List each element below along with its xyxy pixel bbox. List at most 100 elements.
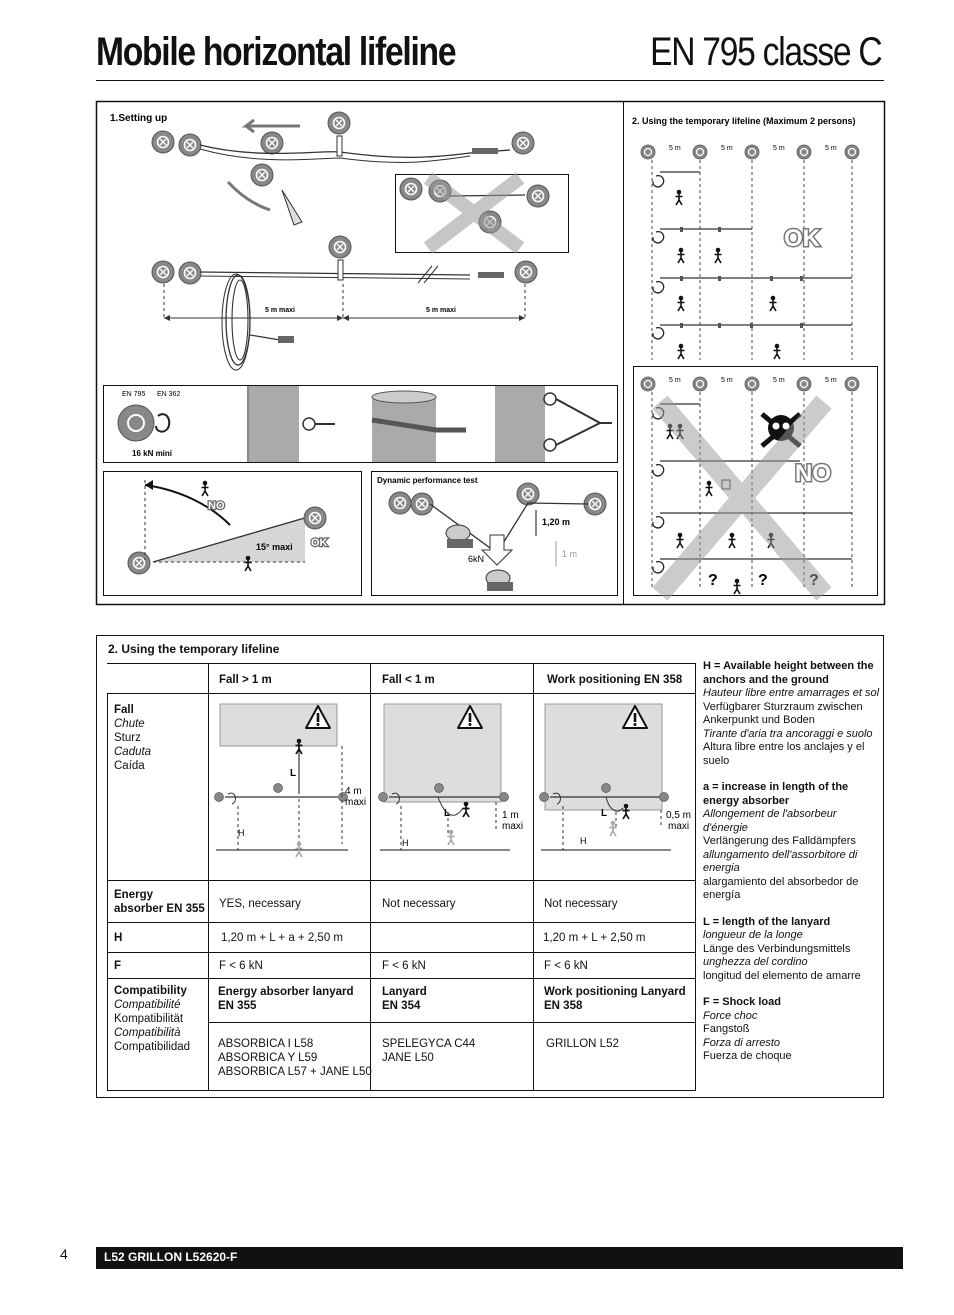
col1-height: 4 m <box>345 786 362 797</box>
col2-maxi: maxi <box>502 821 523 832</box>
angle-value: 15° maxi <box>256 542 293 552</box>
setup-dim-right: 5 m maxi <box>426 307 456 314</box>
legend-line: a = increase in length of the energy abs… <box>703 781 849 807</box>
h-row-label: H <box>114 932 123 944</box>
legend-block: H = Available height between the anchors… <box>703 660 883 768</box>
legend-line: Tirante d'aria tra ancoraggi e suolo <box>703 727 873 740</box>
question-mark: ? <box>708 572 718 589</box>
compat-products: GRILLON L52 <box>546 1038 619 1050</box>
dynamic-force: 6kN <box>468 554 484 564</box>
dynamic-title: Dynamic performance test <box>377 476 478 485</box>
legend-line: Forza di arresto <box>703 1036 781 1049</box>
spacing-label: 5 m <box>721 145 733 152</box>
col3-height: 0,5 m <box>666 810 691 821</box>
energy-value: YES, necessary <box>219 898 301 910</box>
label-H: H <box>238 828 245 838</box>
legend-line: longitud del elemento de amarre <box>703 969 861 982</box>
fall-row-label: Fall Chute Sturz Caduta Caída <box>114 704 152 772</box>
compat-products: SPELEGYCA C44 JANE L50 <box>382 1038 476 1064</box>
footer-bar <box>96 1247 903 1269</box>
f-row-label: F <box>114 960 122 972</box>
legend-line: Force choc <box>703 1009 758 1022</box>
diagram-fall-under-1m: L H 1 m maxi <box>378 703 523 851</box>
page-title: Mobile horizontal lifeline <box>96 30 457 74</box>
using-title: 2. Using the temporary lifeline (Maximum… <box>632 116 856 126</box>
anchors-panel: EN 795 EN 362 16 kN mini <box>103 385 618 463</box>
legend-line: Fangstoß <box>703 1023 750 1035</box>
label-L: L <box>444 808 450 819</box>
legend-line: Verlängerung des Falldämpfers <box>703 835 856 847</box>
illustration-block: 1.Setting up <box>95 100 886 606</box>
using-panel: 2. Using the temporary lifeline (Maximum… <box>623 102 878 604</box>
usage-table-frame <box>96 635 884 1098</box>
col1-maxi: maxi <box>345 797 366 808</box>
anchor-strength: 16 kN mini <box>132 449 172 458</box>
label-L: L <box>601 808 607 819</box>
column-header: Fall < 1 m <box>382 674 435 686</box>
compat-header: Lanyard EN 354 <box>382 986 427 1012</box>
label-L: L <box>290 768 296 779</box>
compat-header: Work positioning Lanyard EN 358 <box>544 986 686 1012</box>
spacing-label: 5 m <box>773 377 785 384</box>
label-H: H <box>580 836 587 846</box>
legend-line: Altura libre entre los anclajes y el sue… <box>703 741 865 767</box>
spacing-label: 5 m <box>773 145 785 152</box>
header-divider <box>96 80 884 81</box>
angle-no-label: NO <box>208 500 225 512</box>
anchor-norm-1: EN 795 <box>122 391 145 398</box>
h-value: 1,20 m + L + 2,50 m <box>543 932 646 944</box>
question-mark: ? <box>758 572 768 589</box>
dynamic-height-1: 1,20 m <box>542 517 570 527</box>
angle-ok-label: OK <box>311 537 328 549</box>
footer-reference: L52 GRILLON L52620-F <box>104 1250 238 1264</box>
f-value: F < 6 kN <box>382 960 426 972</box>
legend-line: unghezza del cordino <box>703 956 808 968</box>
setup-dim-left: 5 m maxi <box>265 307 295 314</box>
legend-line: Hauteur libre entre amarrages et sol <box>703 687 880 699</box>
using-ok-section: 5 m 5 m 5 m 5 m OK <box>640 144 860 360</box>
legend-line: Länge des Verbindungsmittels <box>703 942 851 955</box>
setup-panel: 1.Setting up <box>110 111 569 371</box>
dynamic-panel: Dynamic performance test 6kN 1,20 m 1 m <box>371 471 618 596</box>
spacing-label: 5 m <box>721 377 733 384</box>
usage-table-title: 2. Using the temporary lifeline <box>108 642 280 656</box>
using-no-label: NO <box>795 460 831 487</box>
legend-line: allungamento dell'assorbitore di energia <box>703 848 858 875</box>
label-H: H <box>402 838 409 848</box>
diagram-work-positioning: L H 0,5 m maxi <box>539 703 691 851</box>
f-value: F < 6 kN <box>219 960 263 972</box>
norm-title: EN 795 classe C <box>649 30 883 74</box>
energy-value: Not necessary <box>382 898 456 910</box>
f-value: F < 6 kN <box>544 960 588 972</box>
compat-header: Energy absorber lanyard EN 355 <box>218 986 354 1012</box>
energy-row-label: Energy absorber EN 355 <box>114 889 205 915</box>
fall-diagrams: L H 4 m maxi L H 1 m maxi L <box>214 703 691 858</box>
setup-title: 1.Setting up <box>110 113 167 124</box>
diagram-fall-over-1m: L H 4 m maxi <box>214 703 366 858</box>
legend-line: longueur de la longe <box>703 929 803 941</box>
spacing-label: 5 m <box>669 377 681 384</box>
dynamic-height-2: 1 m <box>562 549 577 559</box>
legend-line: H = Available height between the anchors… <box>703 660 874 686</box>
legend-line: F = Shock load <box>703 996 781 1008</box>
h-value: 1,20 m + L + a + 2,50 m <box>221 932 343 944</box>
legend-block: a = increase in length of the energy abs… <box>703 781 883 903</box>
spacing-label: 5 m <box>825 145 837 152</box>
legend: H = Available height between the anchors… <box>703 660 883 1064</box>
legend-line: L = length of the lanyard <box>703 915 831 928</box>
page-number: 4 <box>60 1246 68 1262</box>
spacing-label: 5 m <box>825 377 837 384</box>
col3-maxi: maxi <box>668 821 689 832</box>
spacing-label: 5 m <box>669 145 681 152</box>
column-header: Work positioning EN 358 <box>547 674 683 686</box>
angle-panel: NO OK 15° maxi <box>103 471 362 596</box>
using-no-section: 5 m 5 m 5 m 5 m ? ? ? <box>633 366 878 601</box>
using-ok-label: OK <box>784 225 821 252</box>
compat-row-label: Compatibility Compatibilité Kompatibilit… <box>114 985 191 1053</box>
legend-line: alargamiento del absorbedor de energía <box>703 875 859 902</box>
col2-height: 1 m <box>502 810 519 821</box>
energy-value: Not necessary <box>544 898 618 910</box>
column-header: Fall > 1 m <box>219 674 272 686</box>
